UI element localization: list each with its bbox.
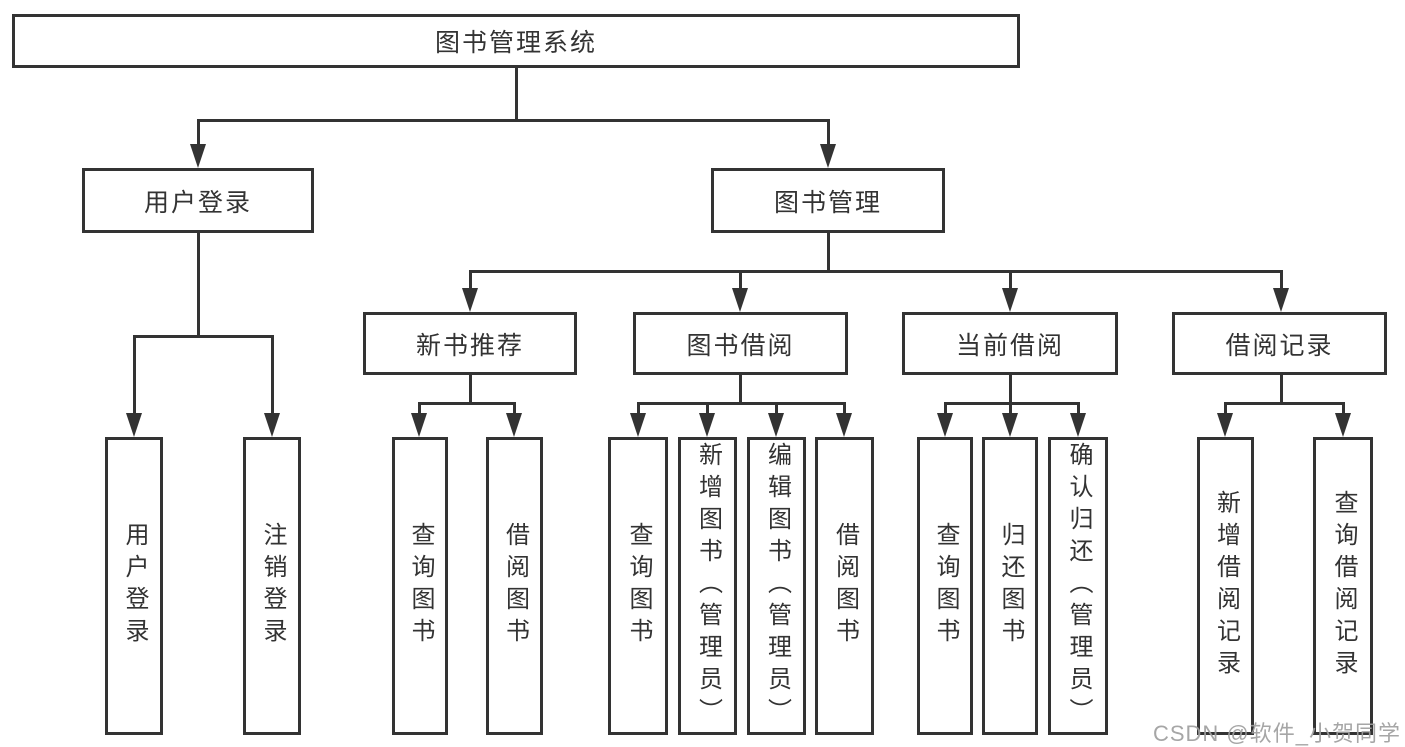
arrow-down-icon (1217, 413, 1233, 437)
arrow-down-icon (732, 288, 748, 312)
node-label: 新增图书（管理员） (694, 442, 722, 730)
arrow-down-icon (699, 413, 715, 437)
node-label: 查询图书 (932, 522, 959, 650)
connector-line (827, 233, 830, 273)
node-label: 查询借阅记录 (1330, 490, 1357, 682)
node-search-books-recommend: 查询图书 (392, 437, 448, 735)
connector-line (1224, 402, 1227, 416)
arrow-down-icon (937, 413, 953, 437)
node-label: 借阅记录 (1225, 331, 1334, 360)
node-search-books-borrowing: 查询图书 (608, 437, 668, 735)
node-label: 编辑图书（管理员） (763, 442, 791, 730)
arrow-down-icon (1002, 288, 1018, 312)
connector-line (1077, 402, 1080, 416)
connector-line (197, 233, 200, 337)
connector-line (133, 335, 136, 417)
arrow-down-icon (506, 413, 522, 437)
connector-line (418, 402, 516, 405)
connector-line (469, 270, 1283, 273)
node-borrow-books-borrowing: 借阅图书 (815, 437, 874, 735)
node-label: 确认归还（管理员） (1065, 442, 1092, 730)
arrow-down-icon (264, 413, 280, 437)
connector-line (775, 402, 778, 416)
connector-line (513, 402, 516, 416)
node-search-books-current: 查询图书 (917, 437, 973, 735)
connector-line (271, 335, 274, 417)
node-add-borrow-record: 新增借阅记录 (1197, 437, 1254, 735)
node-label: 查询图书 (625, 522, 652, 650)
node-library-system: 图书管理系统 (12, 14, 1020, 68)
node-borrow-books-recommend: 借阅图书 (486, 437, 543, 735)
arrow-down-icon (1335, 413, 1351, 437)
arrow-down-icon (462, 288, 478, 312)
node-label: 归还图书 (997, 522, 1024, 650)
node-label: 图书管理系统 (434, 29, 597, 57)
node-return-books: 归还图书 (982, 437, 1038, 735)
node-label: 新书推荐 (415, 331, 524, 360)
connector-line (1280, 375, 1283, 405)
connector-line (1224, 402, 1345, 405)
connector-line (469, 375, 472, 405)
node-label: 借阅图书 (831, 522, 859, 650)
connector-line (944, 402, 947, 416)
arrow-down-icon (836, 413, 852, 437)
node-label: 新增借阅记录 (1212, 490, 1240, 682)
arrow-down-icon (1273, 288, 1289, 312)
connector-line (843, 402, 846, 416)
connector-line (739, 375, 742, 405)
arrow-down-icon (768, 413, 784, 437)
connector-line (637, 402, 640, 416)
arrow-down-icon (630, 413, 646, 437)
connector-line (739, 270, 742, 294)
node-label: 图书借阅 (686, 331, 795, 360)
node-logout-leaf: 注销登录 (243, 437, 301, 735)
node-label: 图书管理 (773, 188, 882, 217)
csdn-watermark: CSDN @软件_小贺同学 (1152, 721, 1401, 746)
node-search-borrow-record: 查询借阅记录 (1313, 437, 1373, 735)
node-add-books-admin: 新增图书（管理员） (678, 437, 737, 735)
node-book-borrowing: 图书借阅 (633, 312, 848, 375)
arrow-down-icon (411, 413, 427, 437)
node-new-book-recommend: 新书推荐 (363, 312, 577, 375)
connector-line (515, 68, 518, 121)
connector-line (197, 119, 200, 149)
connector-line (944, 402, 1080, 405)
node-user-login-leaf: 用户登录 (105, 437, 163, 735)
connector-line (1009, 270, 1012, 294)
connector-line (469, 270, 472, 294)
node-borrowing-records: 借阅记录 (1172, 312, 1387, 375)
node-current-borrowing: 当前借阅 (902, 312, 1118, 375)
node-label: 用户登录 (121, 522, 148, 650)
node-label: 用户登录 (143, 188, 252, 217)
connector-line (637, 402, 846, 405)
connector-line (418, 402, 421, 416)
node-confirm-return-admin: 确认归还（管理员） (1048, 437, 1108, 735)
connector-line (1009, 375, 1012, 405)
node-label: 借阅图书 (501, 522, 529, 650)
arrow-down-icon (1070, 413, 1086, 437)
node-label: 注销登录 (259, 522, 286, 650)
node-user-login: 用户登录 (82, 168, 314, 233)
node-edit-books-admin: 编辑图书（管理员） (747, 437, 806, 735)
connector-line (197, 119, 830, 122)
connector-line (133, 335, 274, 338)
connector-line (1009, 402, 1012, 416)
node-label: 查询图书 (407, 522, 434, 650)
connector-line (1280, 270, 1283, 294)
connector-line (827, 119, 830, 149)
arrow-down-icon (1002, 413, 1018, 437)
connector-line (1342, 402, 1345, 416)
node-label: 当前借阅 (955, 331, 1064, 360)
node-book-management: 图书管理 (711, 168, 945, 233)
arrow-down-icon (820, 144, 836, 168)
connector-line (706, 402, 709, 416)
arrow-down-icon (190, 144, 206, 168)
arrow-down-icon (126, 413, 142, 437)
